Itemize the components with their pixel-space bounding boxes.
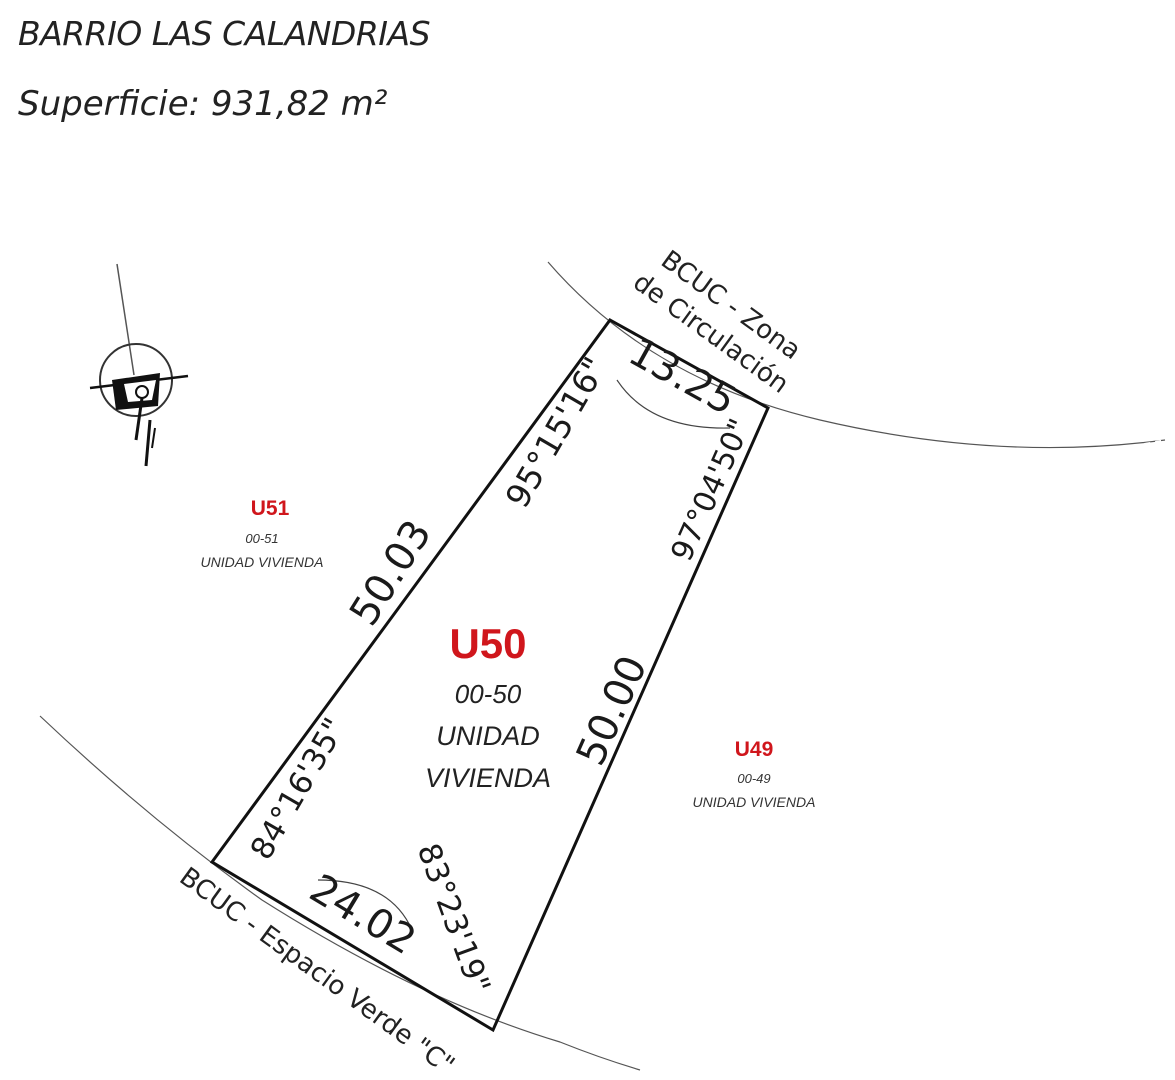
area-label: Superficie: [18,84,201,124]
lot-use-line1: UNIDAD [436,721,540,751]
neighbor-right-number: 00-49 [737,771,770,786]
plan-title: BARRIO LAS CALANDRIAS [18,14,431,53]
angle-bottom-left: 84°16'35" [244,712,353,866]
area-value: 931,82 m² [210,84,388,124]
angle-top-right: 97°04'50" [665,414,759,567]
north-arrow-icon [89,263,189,467]
angle-arc-top [616,379,731,429]
neighbor-left-use: UNIDAD VIVIENDA [201,554,324,570]
road-curve-top [547,261,1166,449]
lot-code: U50 [449,620,526,667]
side-right-length: 50.00 [568,649,657,772]
road-curve-bottom [39,715,641,1071]
angle-bottom-right: 83°23'19" [410,839,497,998]
area-summary: Superficie: 931,82 m² [18,84,387,124]
lot-number: 00-50 [455,679,522,709]
neighbor-right-use: UNIDAD VIVIENDA [693,794,816,810]
angle-arc-bottom [317,879,413,931]
angle-top-left: 95°15'16" [497,350,614,514]
side-bottom-length: 24.02 [302,866,424,964]
road-curve-top-dashed [979,439,1166,457]
neighbor-left-code: U51 [251,497,290,520]
lot-outline [209,318,770,1033]
neighbor-left-number: 00-51 [245,531,278,546]
lot-use-line2: VIVIENDA [425,763,551,793]
neighbor-right-code: U49 [735,738,774,761]
